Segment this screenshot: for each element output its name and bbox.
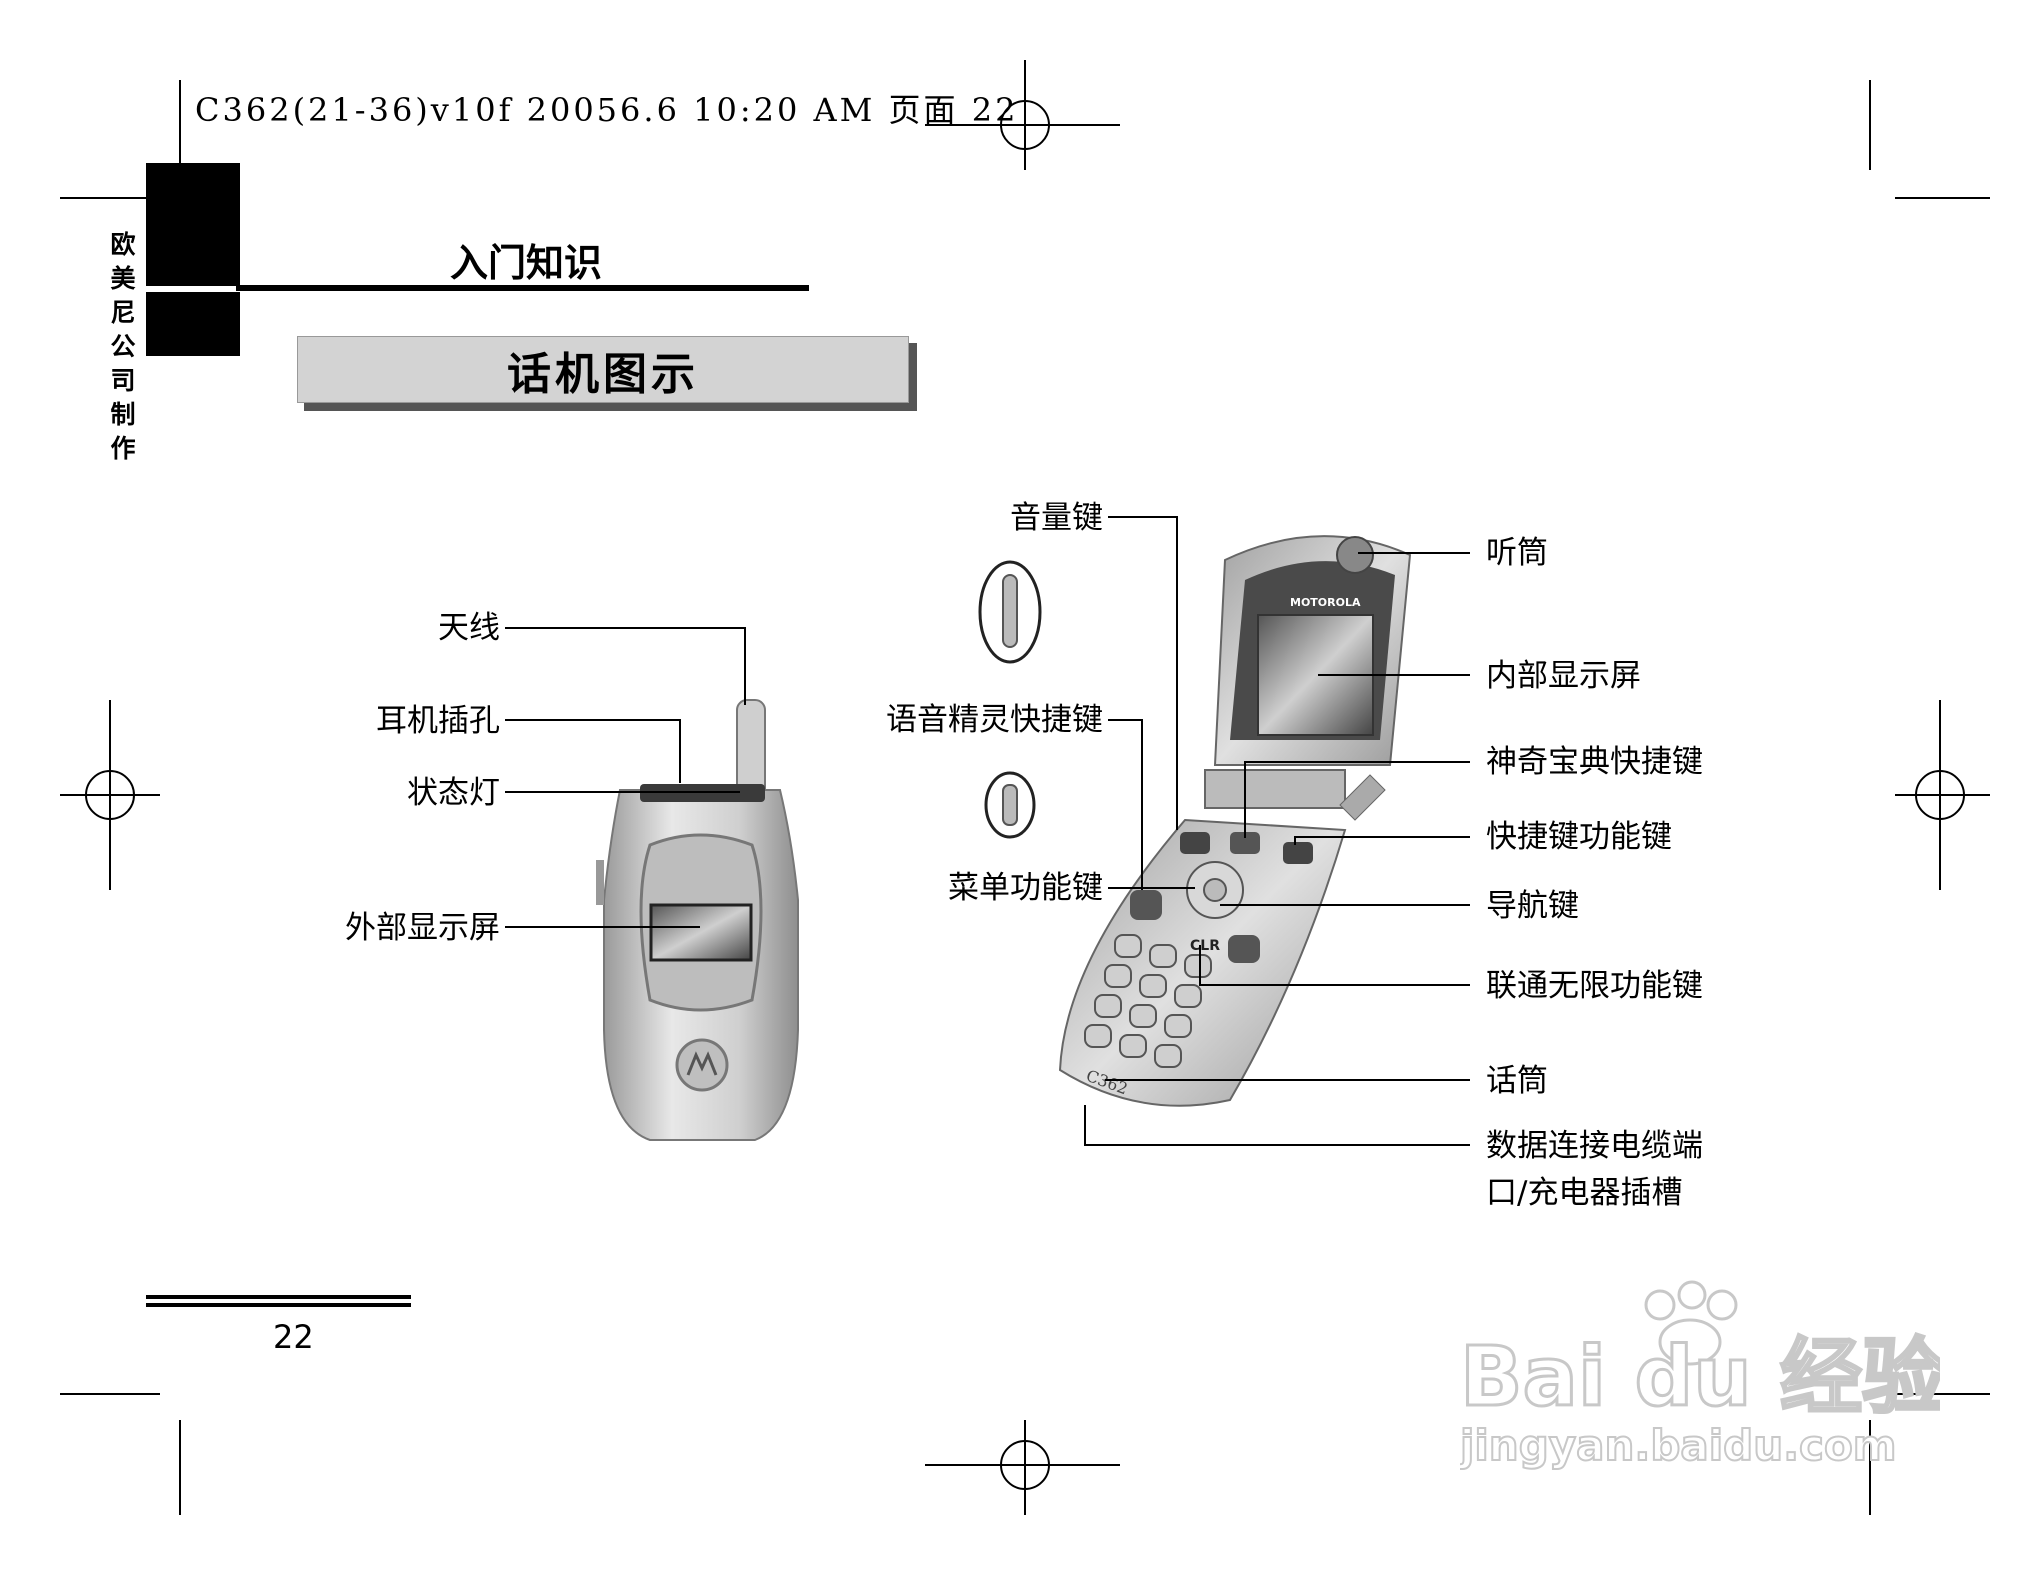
page-number: 22: [273, 1318, 314, 1356]
external-screen: [651, 905, 751, 960]
label-soft-keys: 快捷键功能键: [1486, 819, 1672, 855]
footer-rule: [146, 1303, 411, 1307]
label-antenna: 天线: [360, 610, 500, 646]
label-menu-key: 菜单功能键: [850, 870, 1103, 906]
label-status-light: 状态灯: [330, 775, 500, 811]
label-nav-key: 导航键: [1486, 888, 1579, 924]
watermark-site: jingyan.baidu.com: [1460, 1421, 1897, 1470]
open-phone: CLR MOTOROLA C362: [1060, 536, 1410, 1106]
label-voice-key: 语音精灵快捷键: [800, 702, 1103, 738]
label-internal-display: 内部显示屏: [1486, 658, 1641, 694]
menu-softkey-shape: [1180, 832, 1210, 854]
label-unicom-key: 联通无限功能键: [1486, 968, 1703, 1004]
label-headset-jack: 耳机插孔: [300, 703, 500, 739]
earpiece-logo-icon: [1337, 537, 1373, 573]
label-earpiece: 听筒: [1486, 535, 1548, 571]
closed-phone: [596, 700, 798, 1140]
label-microphone: 话筒: [1486, 1063, 1548, 1099]
footer-rule: [146, 1295, 411, 1299]
label-magic-key: 神奇宝典快捷键: [1486, 744, 1703, 780]
label-external-display: 外部显示屏: [300, 910, 500, 946]
label-data-port-line1: 数据连接电缆端: [1486, 1128, 1703, 1164]
brand-label: MOTOROLA: [1290, 596, 1361, 609]
baidu-watermark: Bai du 经验 jingyan.baidu.com: [1460, 1280, 1940, 1470]
label-data-port-line2: 口/充电器插槽: [1486, 1175, 1682, 1211]
clr-key-label: CLR: [1190, 938, 1220, 954]
volume-key-illustration: [980, 562, 1040, 662]
watermark-brand: Bai du 经验: [1460, 1330, 1940, 1425]
label-volume-key: 音量键: [900, 500, 1103, 536]
voice-key-illustration: [986, 773, 1034, 837]
